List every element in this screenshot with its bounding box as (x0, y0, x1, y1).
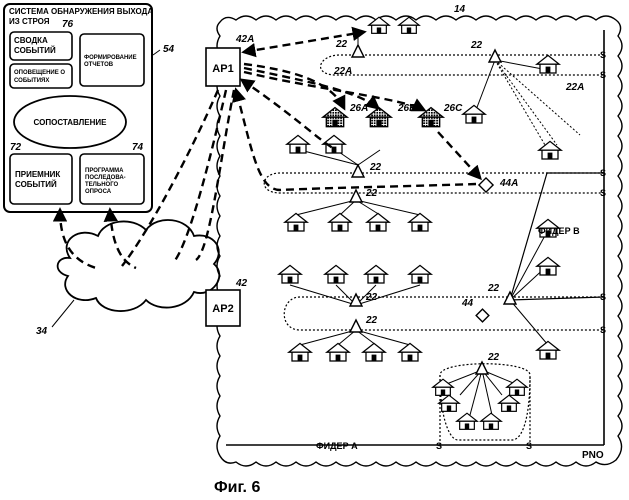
polling-program-line2: ПОСЛЕДОВА- (85, 175, 126, 181)
switch-s: S (436, 441, 442, 451)
correlation-label: СОПОСТАВЛЕНИЕ (34, 118, 108, 127)
transformer-icon (476, 362, 488, 374)
switch-s: S (600, 50, 606, 60)
switch-s: S (600, 325, 606, 335)
pno-label: PNO (582, 450, 604, 461)
ref-26c: 26C (443, 103, 463, 114)
house-icon (433, 379, 454, 395)
cloud-ref: 34 (36, 326, 48, 337)
house-icon (409, 265, 431, 283)
sensor-44-icon (476, 309, 489, 322)
ref-22: 22 (365, 292, 378, 303)
house-icon (499, 395, 520, 411)
transformer-icon (350, 320, 362, 332)
switch-s: S (600, 292, 606, 302)
house-icon (481, 413, 502, 429)
house-icon (329, 213, 351, 231)
transformer-icon (350, 190, 362, 202)
transformer-icon (352, 45, 364, 57)
polling-program-line4: ОПРОСА (85, 189, 112, 195)
ref-44: 44 (461, 298, 474, 309)
ref-26b: 26B (397, 103, 416, 114)
sensor-44a-icon (479, 178, 493, 192)
transformer-icon (489, 50, 501, 62)
house-icon (539, 141, 561, 159)
house-icon (369, 17, 390, 33)
system-title-line2: ИЗ СТРОЯ (9, 17, 50, 26)
ref-22: 22 (369, 162, 382, 173)
ap2-ref: 42 (235, 278, 248, 289)
event-summary-line1: СВОДКА (14, 36, 48, 45)
event-receiver-line1: ПРИЕМНИК (15, 170, 60, 179)
ref-22a: 22A (333, 66, 352, 77)
system-ref: 54 (163, 44, 175, 55)
system-box: СИСТЕМА ОБНАРУЖЕНИЯ ВЫХОДА ИЗ СТРОЯ 54 7… (4, 4, 175, 212)
house-icon (439, 395, 460, 411)
ref-22: 22 (487, 283, 500, 294)
report-generation-line1: ФОРМИРОВАНИЕ (84, 55, 137, 61)
house-icon (463, 105, 485, 123)
house-icon (289, 343, 311, 361)
ref-22: 22 (365, 315, 378, 326)
polling-program-line1: ПРОГРАММА (85, 168, 124, 174)
house-icon (279, 265, 301, 283)
house-icon (327, 343, 349, 361)
house-icon (287, 135, 309, 153)
ref-22: 22 (487, 352, 500, 363)
ref-22a: 22A (565, 82, 584, 93)
event-summary-ref: 76 (62, 19, 74, 30)
ref-22: 22 (365, 188, 378, 199)
faulted-house-icon (367, 108, 391, 127)
ap1-ref: 42A (235, 34, 254, 45)
ref-22: 22 (470, 40, 483, 51)
switch-s: S (600, 70, 606, 80)
ap1-label: AP1 (212, 63, 233, 75)
house-icon (457, 413, 478, 429)
reference-labels: 22 22 22A 22A 26A 26B 26C 22 22 44A 22 2… (333, 39, 584, 363)
house-icon (285, 213, 307, 231)
event-notification-block: ОПОВЕЩЕНИЕ О СОБЫТИЯХ (10, 64, 72, 88)
event-notification-line2: СОБЫТИЯХ (14, 78, 49, 84)
house-icon (409, 213, 431, 231)
correlation-block: СОПОСТАВЛЕНИЕ (14, 96, 126, 148)
figure-caption: Фиг. 6 (214, 479, 260, 496)
switch-s: S (600, 168, 606, 178)
ref-44a: 44A (499, 178, 518, 189)
house-icon (363, 343, 385, 361)
area-ref: 14 (454, 4, 466, 15)
transformer-icon (350, 294, 362, 306)
switch-s: S (526, 441, 532, 451)
ref-22: 22 (335, 39, 348, 50)
feeder-a-label: ФИДЕР А (316, 441, 358, 451)
report-generation-line2: ОТЧЕТОВ (84, 62, 114, 68)
house-icon (325, 265, 347, 283)
ap2-label: AP2 (212, 303, 233, 315)
event-notification-line1: ОПОВЕЩЕНИЕ О (14, 70, 65, 76)
house-icon (367, 213, 389, 231)
house-icon (365, 265, 387, 283)
event-receiver-line2: СОБЫТИЙ (15, 180, 57, 189)
transformer-icon (352, 165, 364, 177)
sensors (476, 178, 493, 322)
faulted-house-icon (323, 108, 347, 127)
polling-program-ref: 74 (132, 142, 144, 153)
house-icon (537, 257, 559, 275)
house-icon (537, 55, 559, 73)
report-generation-block: ФОРМИРОВАНИЕ ОТЧЕТОВ (80, 34, 144, 86)
house-icon (537, 341, 559, 359)
event-receiver-ref: 72 (10, 142, 22, 153)
house-icon (399, 343, 421, 361)
feeder-b-label: ФИДЕР В (538, 226, 580, 236)
ref-26a: 26A (349, 103, 368, 114)
polling-program-line3: ТЕЛЬНОГО (85, 182, 119, 188)
transformer-icon (504, 292, 516, 304)
event-summary-line2: СОБЫТИЙ (14, 46, 56, 55)
switch-s: S (600, 188, 606, 198)
ap1-node: AP1 42A (206, 34, 254, 86)
system-title-line1: СИСТЕМА ОБНАРУЖЕНИЯ ВЫХОДА (9, 7, 153, 16)
